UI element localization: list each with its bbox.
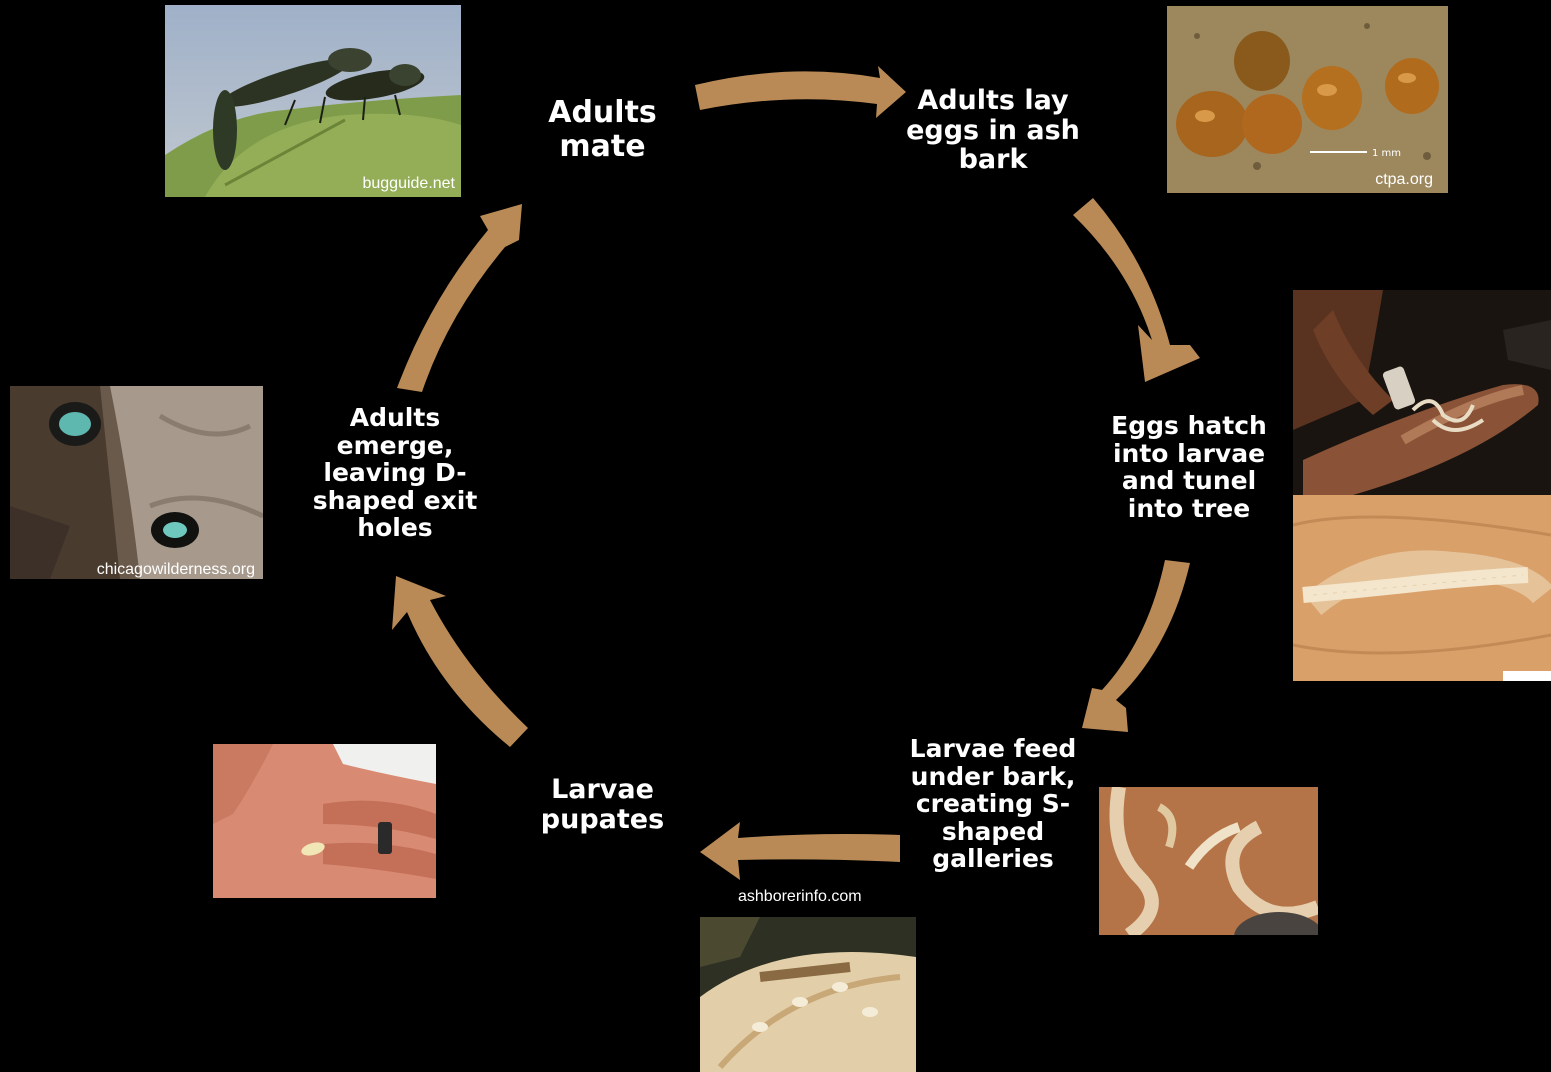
- stage-larvae-feed: Larvae feed under bark, creating S- shap…: [898, 735, 1088, 873]
- larva-gallery-photo: [1293, 495, 1551, 681]
- arrow-pupate-to-emerge: [392, 576, 528, 747]
- arrow-hatch-to-feed: [1082, 560, 1190, 732]
- arrow-feed-to-pupate: [700, 822, 900, 880]
- s-galleries-photo: [1099, 787, 1318, 935]
- pupae-in-wood-photo: [700, 917, 916, 1072]
- mating-beetles-photo: bugguide.net: [165, 5, 461, 197]
- stage-adults-mate: Adults mate: [525, 96, 680, 163]
- arrow-lay-to-hatch: [1073, 198, 1200, 382]
- stage-adults-lay-eggs: Adults lay eggs in ash bark: [898, 86, 1088, 175]
- stage-adults-emerge: Adults emerge, leaving D- shaped exit ho…: [300, 404, 490, 542]
- arrow-emerge-to-mate: [397, 204, 522, 392]
- eggs-photo: 1 mm ctpa.org: [1167, 6, 1448, 193]
- larvae-in-hand-photo: [1293, 290, 1551, 495]
- arrow-mate-to-lay: [695, 66, 906, 118]
- credit-bugguide: bugguide.net: [362, 175, 455, 193]
- credit-ashborerinfo: ashborerinfo.com: [738, 888, 862, 906]
- credit-ctpa: ctpa.org: [1375, 171, 1433, 189]
- stage-larvae-pupates: Larvae pupates: [525, 775, 680, 834]
- stage-eggs-hatch: Eggs hatch into larvae and tunel into tr…: [1098, 412, 1280, 522]
- exit-holes-photo: chicagowilderness.org: [10, 386, 263, 579]
- pupa-in-palm-photo: [213, 744, 436, 898]
- credit-chicagowilderness: chicagowilderness.org: [97, 561, 255, 579]
- scale-bar-label: 1 mm: [1372, 148, 1401, 159]
